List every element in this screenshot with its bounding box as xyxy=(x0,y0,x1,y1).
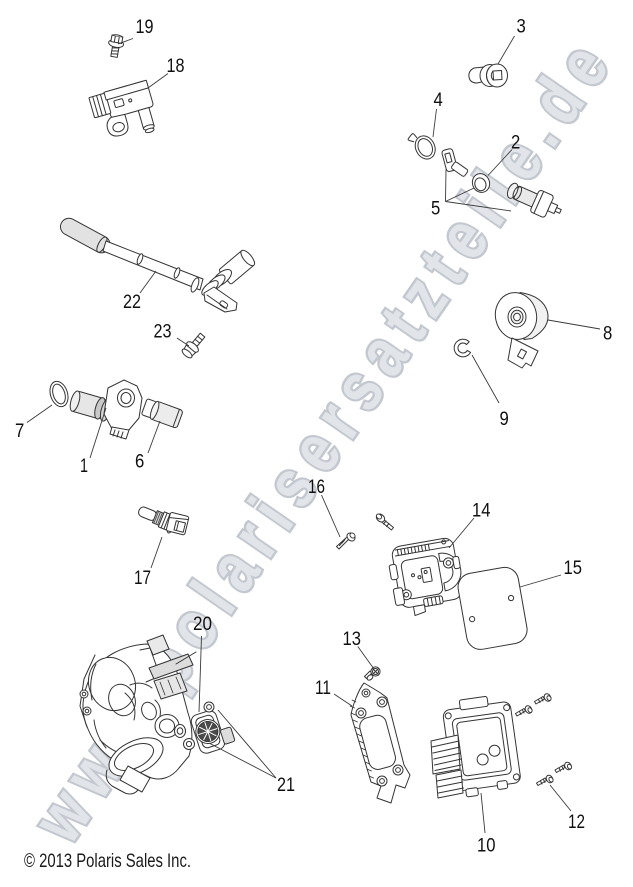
svg-text:12: 12 xyxy=(568,811,585,833)
svg-text:22: 22 xyxy=(123,291,141,313)
svg-text:10: 10 xyxy=(477,835,496,857)
svg-text:11: 11 xyxy=(315,677,331,699)
svg-text:4: 4 xyxy=(434,89,443,111)
svg-text:23: 23 xyxy=(154,321,172,343)
svg-text:21: 21 xyxy=(277,774,295,796)
svg-text:13: 13 xyxy=(343,628,362,650)
svg-text:15: 15 xyxy=(564,557,583,579)
svg-text:1: 1 xyxy=(80,455,88,477)
svg-text:6: 6 xyxy=(135,451,144,473)
svg-text:18: 18 xyxy=(167,55,185,77)
svg-text:2: 2 xyxy=(511,132,520,154)
svg-text:16: 16 xyxy=(308,476,325,498)
svg-text:9: 9 xyxy=(500,408,509,430)
svg-text:8: 8 xyxy=(603,323,612,345)
svg-text:5: 5 xyxy=(431,198,440,220)
svg-text:7: 7 xyxy=(15,420,24,442)
svg-text:© 2013 Polaris Sales Inc.: © 2013 Polaris Sales Inc. xyxy=(24,850,191,872)
svg-text:19: 19 xyxy=(136,16,154,38)
svg-text:20: 20 xyxy=(193,613,212,635)
svg-text:3: 3 xyxy=(517,16,526,38)
svg-text:14: 14 xyxy=(472,500,491,522)
svg-text:17: 17 xyxy=(134,567,151,589)
